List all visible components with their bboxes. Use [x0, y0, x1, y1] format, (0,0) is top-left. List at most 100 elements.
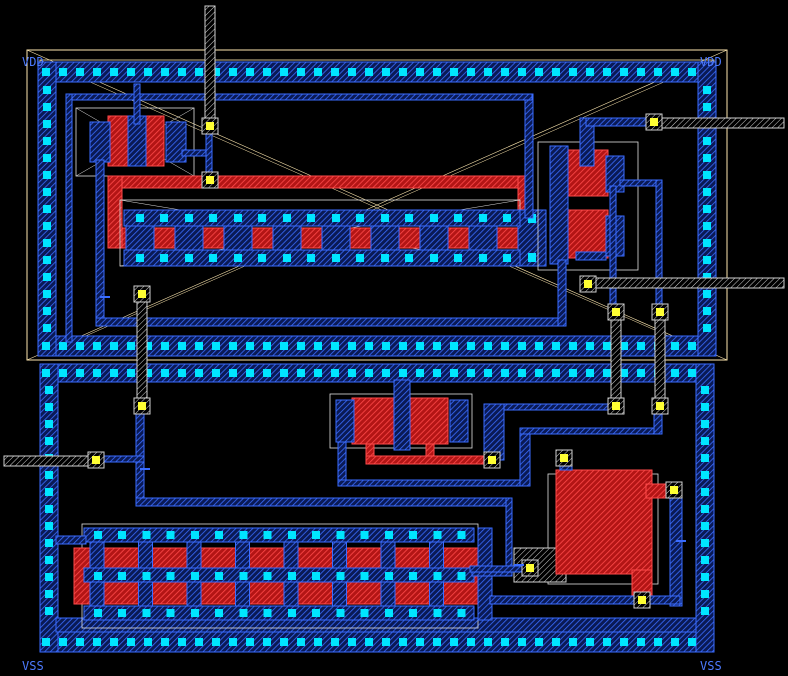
contact: [586, 638, 594, 646]
contact: [45, 471, 53, 479]
contact: [479, 214, 487, 222]
finger-strap: [123, 249, 521, 267]
finger-strap: [83, 527, 475, 543]
contact: [703, 103, 711, 111]
contact: [160, 254, 168, 262]
contact: [637, 638, 645, 646]
contact: [263, 369, 271, 377]
contact: [433, 609, 442, 617]
contact: [45, 386, 53, 394]
contact: [43, 86, 51, 94]
contact: [234, 214, 242, 222]
contact: [701, 556, 709, 564]
contact: [45, 573, 53, 581]
contact: [703, 137, 711, 145]
via: [560, 454, 568, 462]
contact: [385, 572, 393, 580]
contact: [215, 572, 223, 580]
vdd-label-left: VDD: [22, 55, 44, 69]
contact: [136, 254, 144, 262]
contact: [45, 556, 53, 564]
contact: [360, 572, 369, 580]
contact: [191, 609, 199, 617]
contact: [603, 342, 611, 350]
contact: [430, 214, 438, 222]
contact: [535, 369, 543, 377]
contact: [348, 638, 356, 646]
contact: [263, 572, 272, 580]
contact: [586, 342, 594, 350]
contact: [209, 254, 217, 262]
contact: [195, 638, 203, 646]
contact: [433, 572, 442, 580]
contact: [409, 609, 417, 617]
contact: [457, 609, 466, 617]
via: [650, 118, 658, 126]
contact: [688, 68, 696, 76]
contact: [43, 307, 51, 315]
contact: [45, 607, 53, 615]
contact: [484, 342, 492, 350]
contact: [382, 68, 390, 76]
contact: [620, 342, 628, 350]
contact: [43, 205, 51, 213]
contact: [701, 437, 709, 445]
contact: [94, 572, 102, 580]
vss-label-right: VSS: [700, 659, 722, 673]
contact: [518, 369, 526, 377]
contact: [703, 324, 711, 332]
contact: [142, 572, 151, 580]
contact: [110, 638, 118, 646]
contact: [263, 638, 271, 646]
contact: [399, 342, 407, 350]
vdd-label-right: VDD: [700, 55, 722, 69]
contact: [43, 188, 51, 196]
contact: [484, 638, 492, 646]
contact: [288, 609, 296, 617]
contact: [314, 342, 322, 350]
contact: [518, 68, 526, 76]
contact: [288, 572, 296, 580]
contact: [381, 214, 389, 222]
contact: [229, 638, 237, 646]
contact: [586, 68, 594, 76]
via: [138, 290, 146, 298]
contact: [409, 531, 417, 539]
contact: [671, 342, 679, 350]
contact: [43, 324, 51, 332]
contact: [703, 171, 711, 179]
contact: [701, 403, 709, 411]
contact: [535, 342, 543, 350]
contact: [45, 437, 53, 445]
nmos-middle: [329, 379, 493, 465]
contact: [336, 572, 345, 580]
contact: [263, 68, 271, 76]
contact: [94, 609, 102, 617]
contact: [416, 369, 424, 377]
contact: [45, 590, 53, 598]
via: [206, 122, 214, 130]
contact: [76, 68, 84, 76]
contact: [701, 573, 709, 581]
contact: [385, 531, 393, 539]
contact: [501, 342, 509, 350]
contact: [430, 254, 438, 262]
contact: [405, 214, 413, 222]
contact: [246, 638, 254, 646]
contact: [688, 369, 696, 377]
contact: [701, 386, 709, 394]
via: [656, 402, 664, 410]
contact: [283, 254, 291, 262]
contact: [258, 214, 266, 222]
contact: [93, 638, 101, 646]
contact: [701, 454, 709, 462]
contact: [385, 609, 393, 617]
nmos-fingers: [83, 527, 493, 621]
contact: [416, 638, 424, 646]
contact: [331, 369, 339, 377]
contact: [433, 342, 441, 350]
contact: [518, 638, 526, 646]
contact: [43, 137, 51, 145]
via: [612, 402, 620, 410]
contact: [479, 254, 487, 262]
